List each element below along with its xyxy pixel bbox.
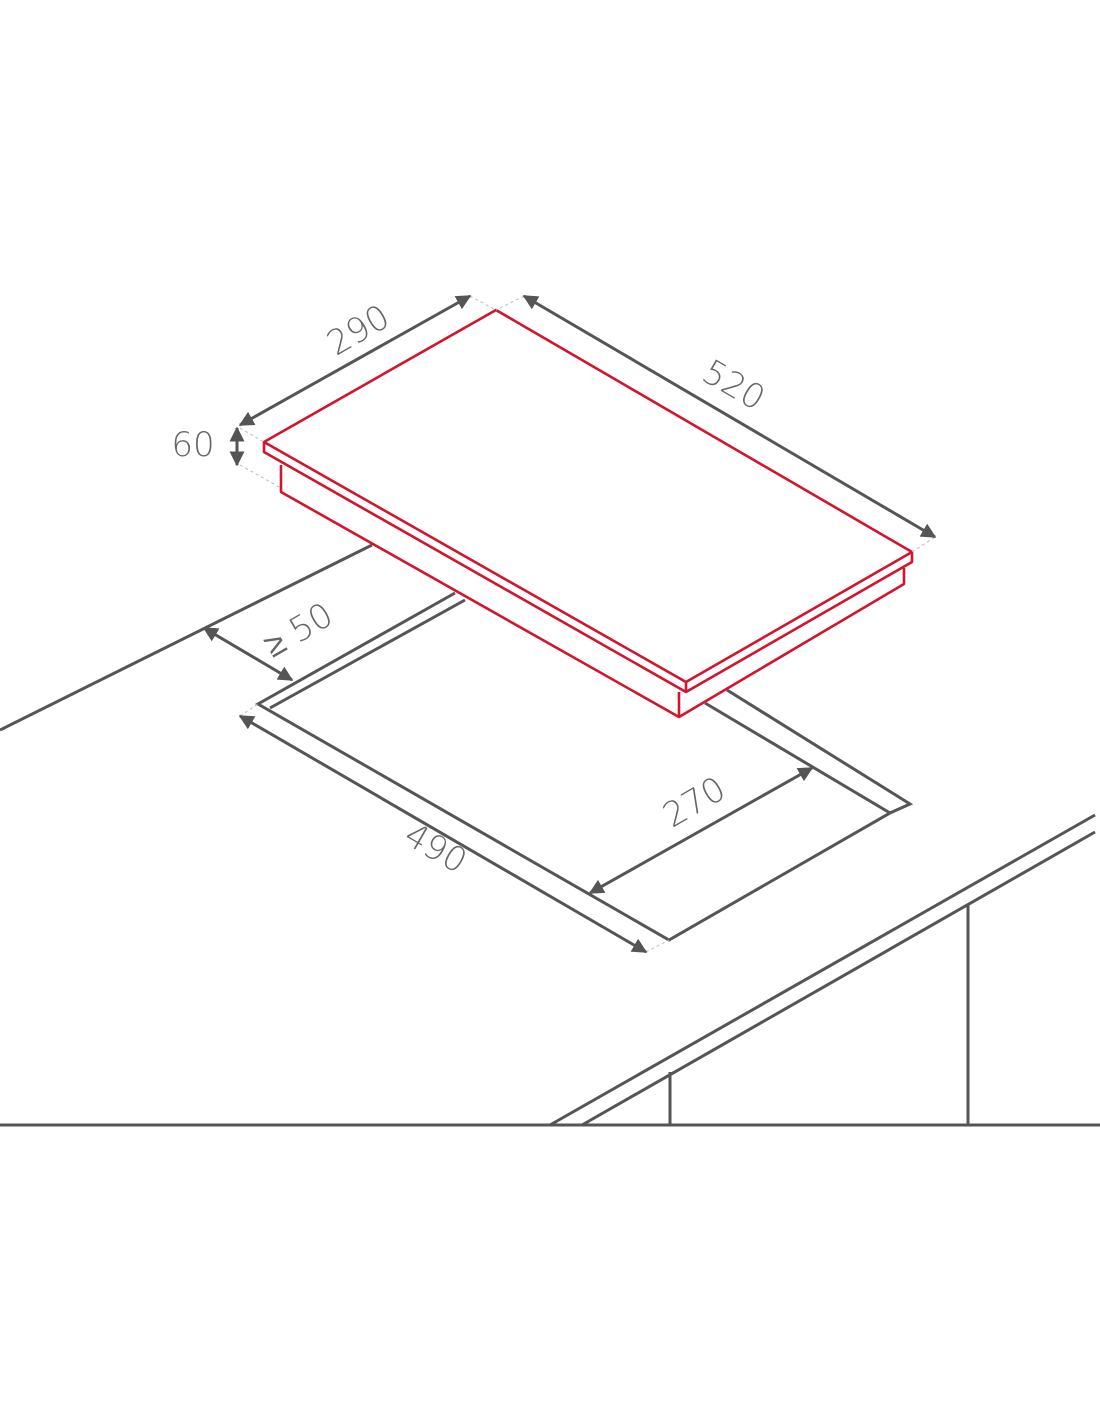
dimension-arrow-length (522, 294, 937, 539)
label-height: 60 (171, 425, 214, 465)
dimension-arrow-clearance (202, 626, 294, 682)
label-cutout-length: 490 (397, 815, 473, 882)
dimension-lines (202, 294, 937, 954)
extension-lines (239, 295, 936, 953)
dimension-arrow-width (238, 294, 472, 427)
label-length: 520 (695, 352, 771, 419)
label-min-clearance: ≥ 50 (257, 595, 340, 666)
countertop-front-edge-top (549, 813, 1096, 1127)
dimension-arrow-cutout-length (238, 714, 648, 954)
countertop-front-edge-bottom (581, 830, 1096, 1127)
countertop (0, 543, 1100, 1127)
countertop-back-edge (0, 543, 373, 732)
dimension-arrow-cutout-width (588, 766, 814, 895)
label-cutout-width: 270 (656, 769, 732, 836)
label-width: 290 (320, 297, 396, 364)
